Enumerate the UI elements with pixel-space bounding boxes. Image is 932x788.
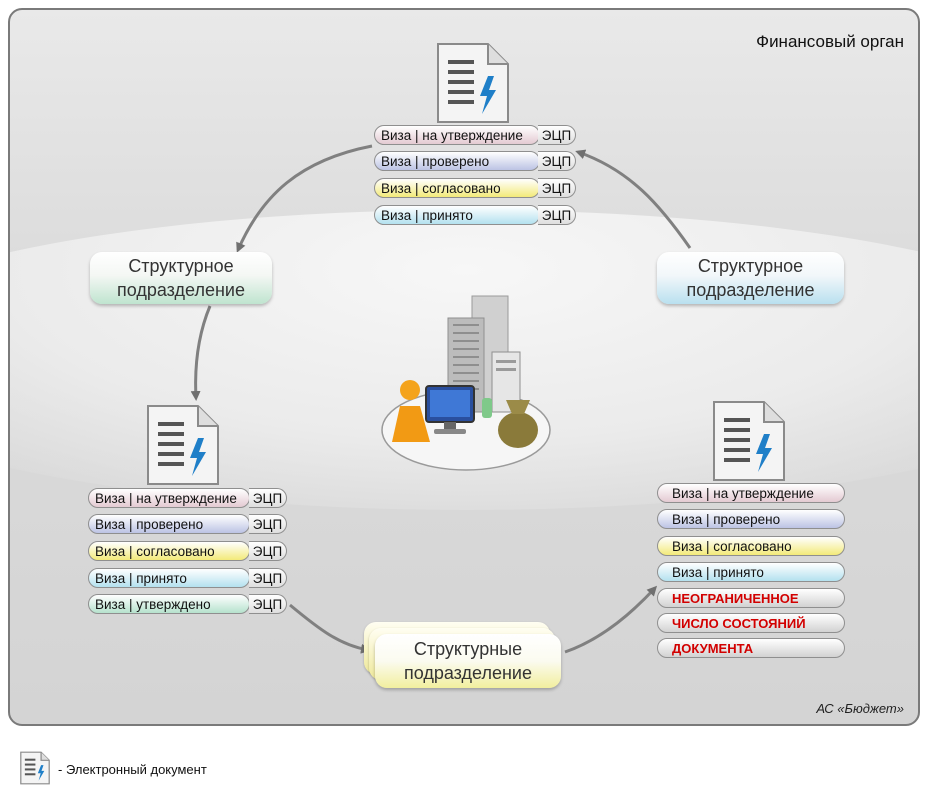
electronic-document-icon [147, 405, 219, 485]
state-note: ДОКУМЕНТА [657, 638, 845, 658]
visa-badge: Виза | на утверждение [374, 125, 540, 145]
ecp-badge: ЭЦП [249, 568, 287, 588]
arrow-top-to-left [236, 144, 373, 253]
visa-badge: Виза | проверено [657, 509, 845, 529]
visa-badge: Виза | проверено [88, 514, 250, 534]
lightning-icon [37, 765, 45, 781]
arrow-leftdoc-to-bottom [289, 603, 371, 654]
visa-badge: Виза | принято [88, 568, 250, 588]
arrow-right-to-top [575, 149, 692, 249]
center-illustration [381, 295, 551, 471]
arrow-bottom-to-rightdoc [564, 585, 658, 654]
unit-left: Структурное подразделение [90, 252, 272, 304]
lightning-icon [756, 434, 772, 472]
lightning-icon [190, 438, 206, 476]
visa-badge: Виза | принято [657, 562, 845, 582]
ecp-badge: ЭЦП [249, 541, 287, 561]
state-note: ЧИСЛО СОСТОЯНИЙ [657, 613, 845, 633]
electronic-document-icon [437, 43, 509, 123]
visa-badge: Виза | принято [374, 205, 540, 225]
ecp-badge: ЭЦП [249, 488, 287, 508]
visa-badge: Виза | согласовано [88, 541, 250, 561]
visa-badge: Виза | согласовано [657, 536, 845, 556]
arrow-left-to-leftdoc [190, 305, 212, 401]
visa-badge: Виза | согласовано [374, 178, 540, 198]
state-note: НЕОГРАНИЧЕННОЕ [657, 588, 845, 608]
unit-right: Структурное подразделение [657, 252, 844, 304]
ecp-badge: ЭЦП [249, 514, 287, 534]
ecp-badge: ЭЦП [249, 594, 287, 614]
lightning-icon [480, 76, 496, 114]
ecp-badge: ЭЦП [538, 125, 576, 145]
legend-text: - Электронный документ [58, 762, 207, 777]
money-bag-icon [498, 400, 538, 448]
unit-bottom: Структурные подразделение [375, 634, 561, 688]
user-icon [392, 380, 430, 442]
visa-badge: Виза | на утверждение [88, 488, 250, 508]
monitor-icon [425, 385, 475, 434]
electronic-document-icon [20, 751, 50, 785]
visa-badge: Виза | на утверждение [657, 483, 845, 503]
visa-badge: Виза | утверждено [88, 594, 250, 614]
org-title: Финансовый орган [756, 32, 904, 51]
electronic-document-icon [713, 401, 785, 481]
ecp-badge: ЭЦП [538, 151, 576, 171]
system-name: АС «Бюджет» [816, 701, 904, 716]
ecp-badge: ЭЦП [538, 205, 576, 225]
visa-badge: Виза | проверено [374, 151, 540, 171]
ecp-badge: ЭЦП [538, 178, 576, 198]
